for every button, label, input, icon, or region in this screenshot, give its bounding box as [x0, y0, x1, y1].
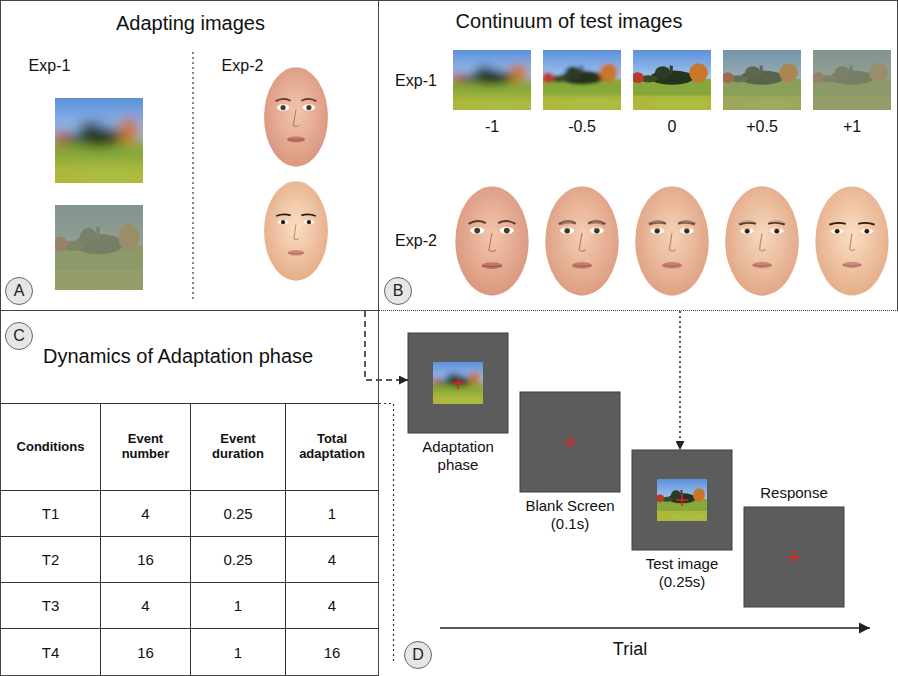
fixation-cross	[452, 377, 800, 563]
table-cell: T3	[1, 583, 100, 628]
face-image	[264, 67, 328, 166]
experiment-label: Exp-1	[384, 70, 448, 92]
scene-image	[610, 32, 735, 133]
screen-caption: Blank Screen (0.1s)	[515, 497, 625, 533]
face-image	[455, 186, 528, 295]
test-image	[642, 466, 722, 537]
trial-axis	[440, 627, 870, 629]
screen-caption: Adaptation phase	[403, 438, 513, 474]
table-cell: T2	[1, 537, 100, 582]
noise-scene	[29, 180, 170, 323]
panel-letter-text: D	[412, 647, 424, 663]
connector-arrow	[679, 311, 681, 450]
table-cell: 16	[101, 629, 190, 676]
table-header: Conditions	[1, 404, 100, 490]
trial-screen: Adaptation phase	[408, 333, 508, 433]
table-cell: 1	[286, 491, 378, 536]
table-cell: 4	[286, 583, 378, 628]
table-cell: 4	[101, 491, 190, 536]
trial-screen: Test image (0.25s)	[632, 450, 732, 550]
table-cell: 16	[286, 629, 378, 676]
table-cell: 4	[286, 537, 378, 582]
screen-caption: Response	[739, 484, 849, 502]
panel-letter: B	[384, 277, 412, 305]
panel-heading: Dynamics of Adaptation phase	[43, 344, 363, 368]
dotted-bracket	[379, 404, 394, 663]
table-cell: 16	[101, 537, 190, 582]
face-image	[264, 181, 328, 280]
panel: Dynamics of Adaptation phase C	[0, 310, 379, 676]
table-header: Total adaptation	[286, 404, 378, 490]
screen	[744, 507, 844, 607]
table-header: Event duration	[191, 404, 285, 490]
screen	[520, 392, 620, 492]
axis-label: Trial	[580, 636, 680, 662]
scene-image	[520, 32, 645, 133]
table-cell: 4	[101, 583, 190, 628]
screen-caption: Test image (0.25s)	[627, 555, 737, 591]
trial-screen: Blank Screen (0.1s)	[520, 392, 620, 492]
continuum-value: 0	[642, 116, 702, 138]
scene-image	[790, 32, 898, 133]
scene-image	[430, 32, 555, 133]
panel: Adapting imagesA	[0, 0, 379, 311]
divider-line	[192, 52, 193, 300]
panel: Continuum of test imagesB	[378, 0, 898, 311]
panel-letter: D	[404, 641, 432, 669]
table-cell: 1	[191, 629, 285, 676]
panel-letter: C	[5, 322, 33, 350]
table-cell: 1	[191, 583, 285, 628]
table-cell: 0.25	[191, 537, 285, 582]
continuum-value: +0.5	[732, 116, 792, 138]
blurred-scene	[29, 73, 170, 216]
connector-arrow	[365, 311, 408, 380]
table-cell: T4	[1, 629, 100, 676]
panel-letter-text: B	[393, 283, 404, 299]
continuum-value: -0.5	[552, 116, 612, 138]
panel-heading: Continuum of test images	[379, 9, 759, 33]
panel-heading: Adapting images	[1, 11, 380, 35]
trial-screen: Response	[744, 507, 844, 607]
panel-letter-text: A	[14, 283, 25, 299]
experiment-label: Exp-2	[205, 55, 280, 77]
table-grid	[0, 403, 379, 676]
table-header: Event number	[101, 404, 190, 490]
face-image	[725, 186, 798, 295]
continuum-value: -1	[462, 116, 522, 138]
adapting-image	[418, 349, 498, 420]
panel-letter-text: C	[13, 328, 25, 344]
panel-letter: A	[5, 277, 33, 305]
table-cell: T1	[1, 491, 100, 536]
table-cell: 0.25	[191, 491, 285, 536]
face-image	[635, 186, 708, 295]
face-image	[545, 186, 618, 295]
continuum-value: +1	[822, 116, 882, 138]
face-image	[815, 186, 888, 295]
experiment-label: Exp-2	[384, 230, 448, 252]
screen	[632, 450, 732, 550]
experiment-label: Exp-1	[12, 55, 87, 77]
screen	[408, 333, 508, 433]
scene-image	[700, 32, 825, 133]
